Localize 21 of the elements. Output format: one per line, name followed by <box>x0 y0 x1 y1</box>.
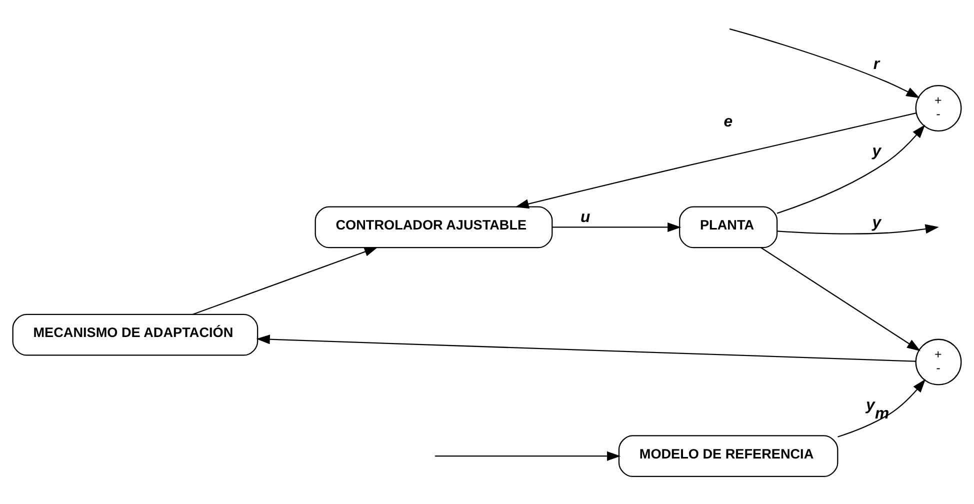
node-box: PLANTA <box>679 206 778 248</box>
arrow <box>838 378 926 437</box>
arrow <box>552 222 682 232</box>
edge-label: y <box>872 214 882 231</box>
edge-label: r <box>873 55 880 72</box>
edge-label: y <box>872 142 882 160</box>
node-circle: + - <box>915 338 962 385</box>
edge-label: e <box>724 113 733 130</box>
arrow <box>777 224 939 234</box>
edge-label: u <box>580 208 590 226</box>
node-box: CONTROLADOR AJUSTABLE <box>314 206 553 248</box>
arrow <box>760 246 921 351</box>
arrow <box>515 112 916 208</box>
arrow <box>192 246 378 314</box>
arrow <box>776 124 926 214</box>
arrow <box>256 334 916 362</box>
node-box: MODELO DE REFERENCIA <box>618 434 838 477</box>
node-circle: + - <box>915 84 962 131</box>
arrow <box>434 450 621 460</box>
node-box: MECANISMO DE ADAPTACIÓN <box>12 313 258 356</box>
arrow <box>729 28 920 98</box>
